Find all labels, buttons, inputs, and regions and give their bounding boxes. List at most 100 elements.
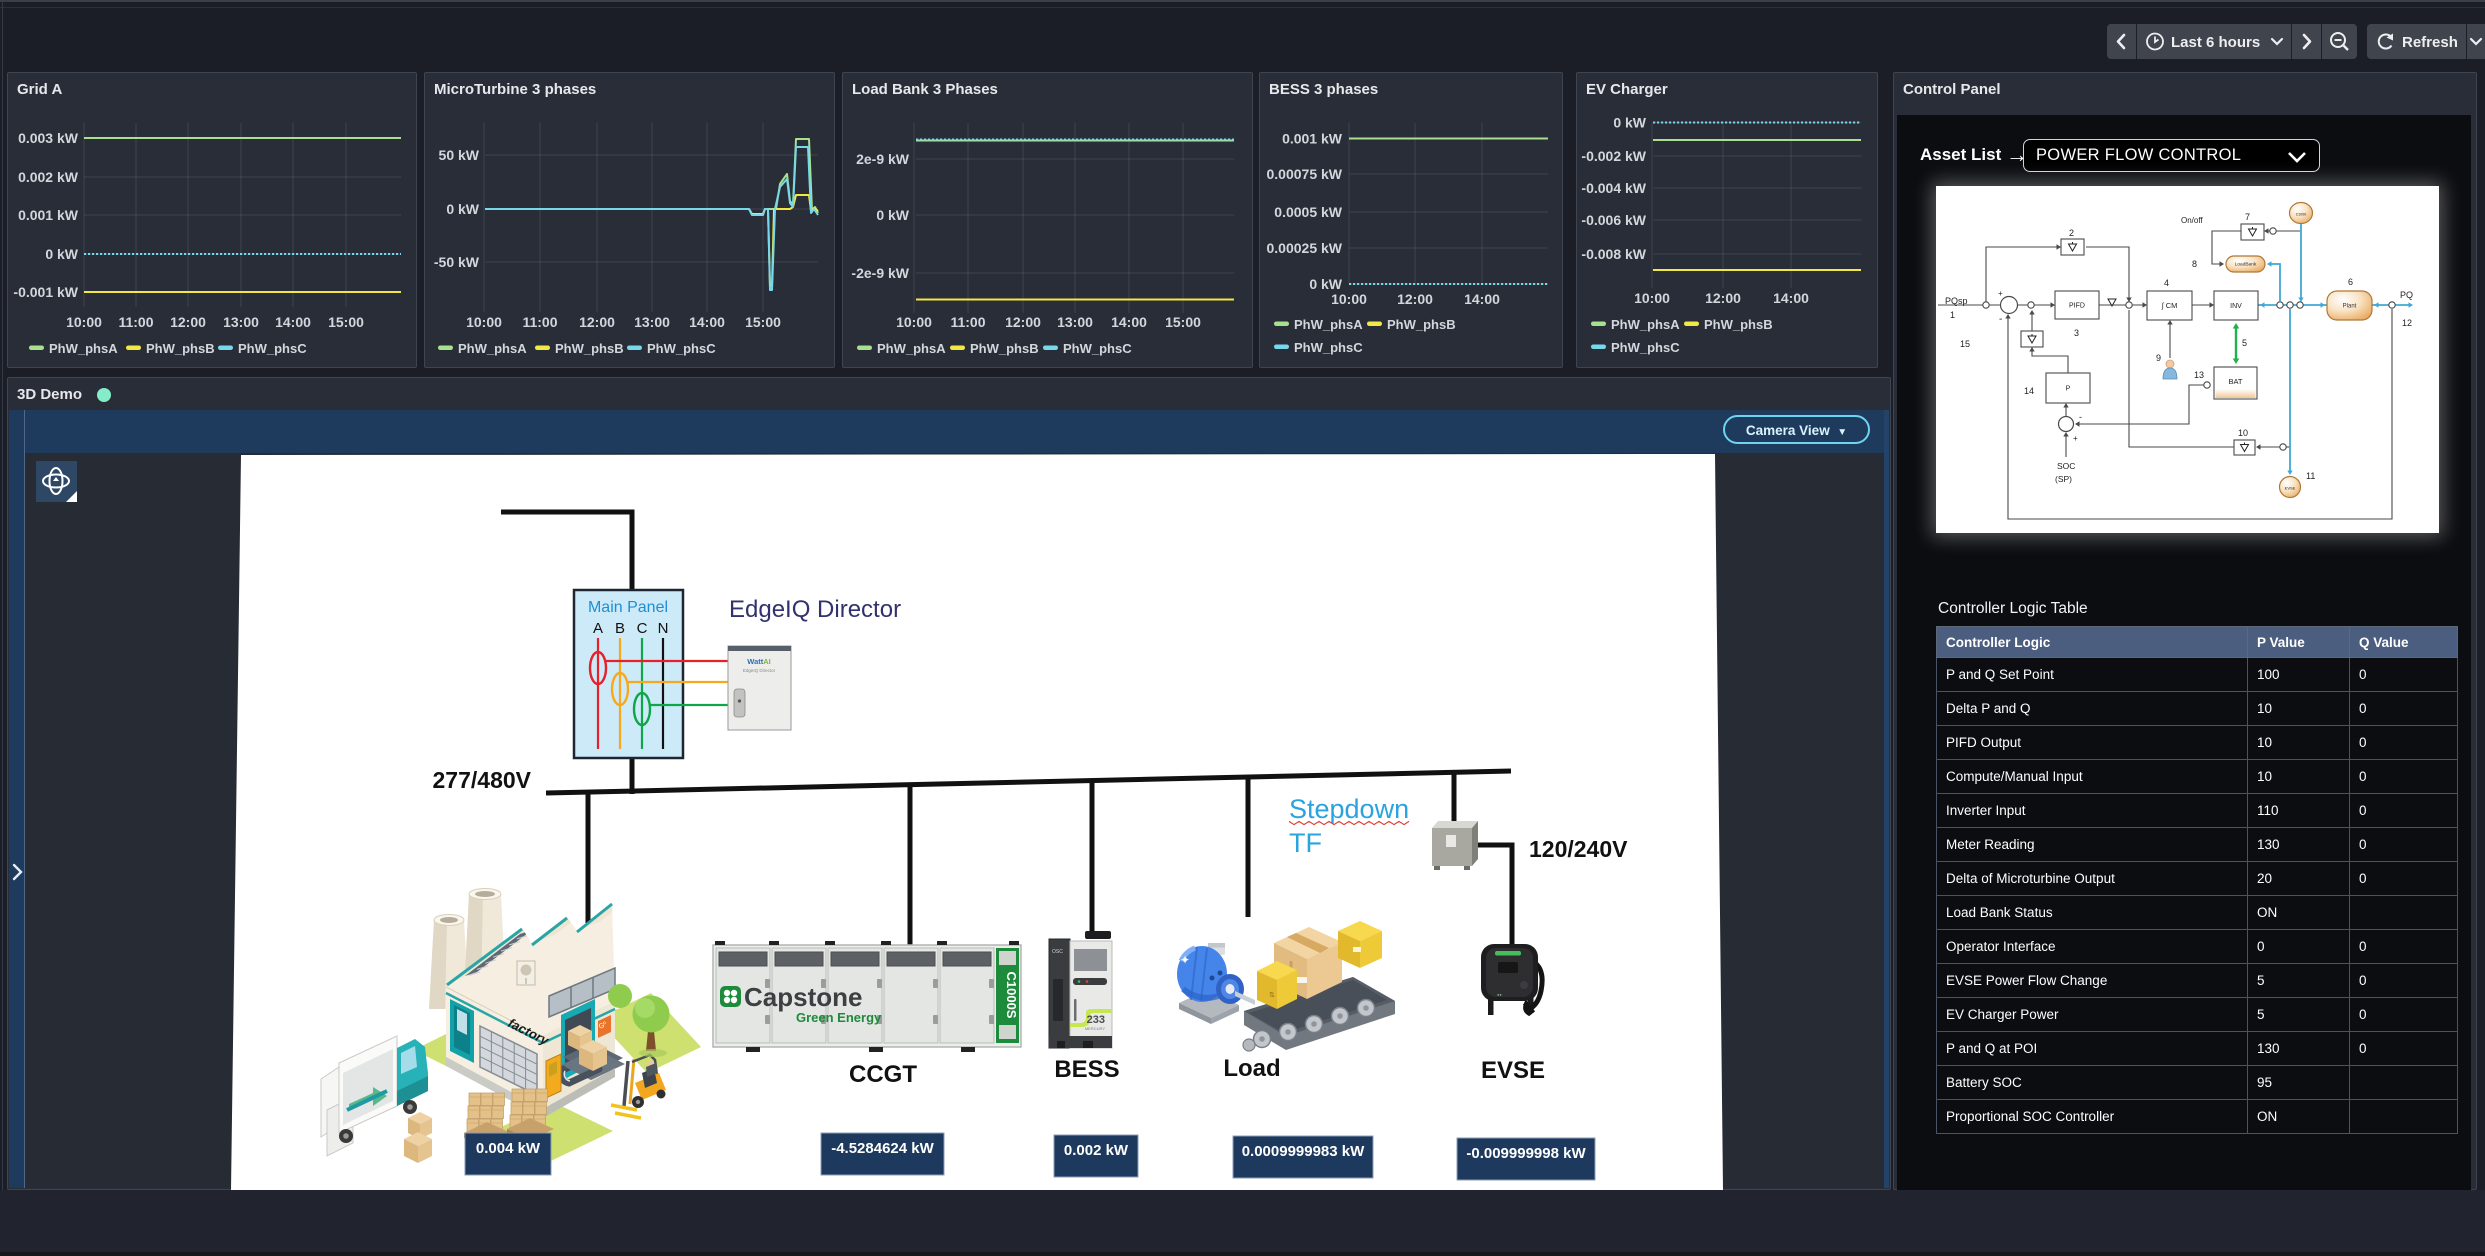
svg-text:Capstone: Capstone [744, 982, 862, 1012]
svg-text:14:00: 14:00 [1111, 314, 1147, 330]
svg-text:∫ CM: ∫ CM [2161, 301, 2178, 310]
svg-text:PhW_phsC: PhW_phsC [238, 341, 307, 356]
svg-text:233: 233 [1087, 1014, 1105, 1026]
svg-text:15:00: 15:00 [745, 314, 781, 330]
svg-text:-0.006 kW: -0.006 kW [1581, 212, 1646, 228]
svg-text:PhW_phsC: PhW_phsC [1611, 340, 1680, 355]
svg-text:4: 4 [2164, 278, 2169, 288]
svg-text:15:00: 15:00 [1165, 314, 1201, 330]
svg-text:EdgeIQ Director: EdgeIQ Director [729, 596, 901, 623]
svg-text:14:00: 14:00 [1773, 290, 1809, 306]
svg-text:Main Panel: Main Panel [588, 599, 668, 616]
svg-text:Green Energy: Green Energy [796, 1010, 882, 1025]
svg-text:8: 8 [2192, 259, 2197, 269]
svg-text:0.002 kW: 0.002 kW [18, 169, 79, 185]
svg-text:-: - [2079, 412, 2082, 422]
svg-text:11:00: 11:00 [118, 314, 153, 330]
svg-text:13: 13 [2194, 370, 2204, 380]
svg-text:N: N [658, 620, 669, 637]
svg-text:P: P [2066, 386, 2071, 393]
svg-text:SOC: SOC [2057, 461, 2075, 471]
svg-text:0.002 kW: 0.002 kW [1064, 1142, 1129, 1159]
svg-text:14:00: 14:00 [689, 314, 725, 330]
svg-text:PhW_phsB: PhW_phsB [970, 341, 1039, 356]
svg-text:10:00: 10:00 [896, 314, 932, 330]
svg-text:11: 11 [2306, 471, 2315, 481]
svg-text:PIFD: PIFD [2069, 303, 2085, 310]
svg-text:0.00075 kW: 0.00075 kW [1267, 166, 1343, 182]
svg-text:120/240V: 120/240V [1529, 836, 1628, 862]
svg-text:2: 2 [2069, 228, 2074, 238]
svg-text:-0.004 kW: -0.004 kW [1581, 180, 1646, 196]
svg-text:PhW_phsC: PhW_phsC [1063, 341, 1132, 356]
svg-text:-0.009999998 kW: -0.009999998 kW [1466, 1145, 1586, 1162]
svg-text:10:00: 10:00 [1331, 291, 1367, 307]
svg-text:1: 1 [1950, 310, 1955, 320]
svg-text:15: 15 [1960, 339, 1970, 349]
svg-text:A: A [593, 620, 603, 637]
svg-text:PhW_phsB: PhW_phsB [146, 341, 215, 356]
svg-text:-0.001 kW: -0.001 kW [13, 284, 78, 300]
svg-text:-0.008 kW: -0.008 kW [1581, 246, 1646, 262]
svg-text:PhW_phsB: PhW_phsB [1704, 317, 1773, 332]
svg-text:PQ: PQ [2400, 290, 2413, 300]
svg-text:●●: ●● [1497, 992, 1502, 997]
svg-text:PhW_phsA: PhW_phsA [1611, 317, 1680, 332]
svg-text:11:00: 11:00 [950, 314, 985, 330]
svg-text:Last 6 hours: Last 6 hours [2171, 34, 2260, 51]
svg-text:INV: INV [2230, 303, 2242, 310]
svg-text:-0.002 kW: -0.002 kW [1581, 148, 1646, 164]
svg-text:WattAI: WattAI [747, 657, 770, 666]
svg-text:B: B [615, 620, 625, 637]
svg-text:✦: ✦ [1180, 953, 1190, 967]
svg-text:2e-9 kW: 2e-9 kW [856, 151, 910, 167]
svg-text:0.0009999983 kW: 0.0009999983 kW [1242, 1143, 1365, 1160]
svg-text:0.001 kW: 0.001 kW [18, 207, 79, 223]
svg-text:PhW_phsC: PhW_phsC [1294, 340, 1363, 355]
svg-text:10:00: 10:00 [466, 314, 502, 330]
svg-text:PhW_phsA: PhW_phsA [49, 341, 118, 356]
svg-text:PhW_phsB: PhW_phsB [555, 341, 624, 356]
svg-text:C1000: C1000 [2296, 213, 2307, 217]
svg-text:(SP): (SP) [2055, 474, 2072, 484]
svg-text:12:00: 12:00 [1705, 290, 1741, 306]
svg-text:7: 7 [2245, 212, 2250, 222]
svg-text:BESS: BESS [1054, 1056, 1119, 1083]
svg-text:PQsp: PQsp [1945, 296, 1968, 306]
svg-text:Load: Load [1223, 1055, 1280, 1082]
svg-text:13:00: 13:00 [223, 314, 259, 330]
svg-text:TF: TF [1289, 828, 1322, 858]
svg-text:EVSE: EVSE [2285, 486, 2296, 491]
svg-text:CCGT: CCGT [849, 1061, 917, 1088]
svg-text:3: 3 [2074, 328, 2079, 338]
svg-text:0 kW: 0 kW [45, 246, 78, 262]
svg-text:PhW_phsA: PhW_phsA [1294, 317, 1363, 332]
svg-text:0 kW: 0 kW [1613, 115, 1646, 131]
svg-text:Refresh: Refresh [2402, 34, 2458, 51]
svg-text:BAT: BAT [2228, 377, 2242, 386]
svg-text:+: + [2073, 434, 2078, 443]
svg-text:PhW_phsA: PhW_phsA [877, 341, 946, 356]
svg-text:0 kW: 0 kW [876, 207, 909, 223]
svg-text:11:00: 11:00 [522, 314, 557, 330]
svg-text:0.004 kW: 0.004 kW [476, 1140, 541, 1157]
svg-text:12: 12 [2402, 318, 2412, 328]
svg-text:LoadBank: LoadBank [2235, 262, 2257, 268]
svg-text:10: 10 [2238, 428, 2248, 438]
svg-text:15:00: 15:00 [328, 314, 364, 330]
svg-text:12:00: 12:00 [1397, 291, 1433, 307]
svg-text:13:00: 13:00 [1057, 314, 1093, 330]
svg-text:10:00: 10:00 [66, 314, 102, 330]
svg-text:0 kW: 0 kW [446, 201, 479, 217]
svg-text:50 kW: 50 kW [439, 147, 480, 163]
svg-text:14:00: 14:00 [275, 314, 311, 330]
svg-text:+: + [1998, 289, 2003, 298]
svg-text:6: 6 [2348, 277, 2353, 287]
svg-text:0.0005 kW: 0.0005 kW [1274, 204, 1342, 220]
svg-text:Plant: Plant [2343, 304, 2357, 310]
svg-text:13:00: 13:00 [634, 314, 670, 330]
svg-text:On/off: On/off [2181, 216, 2203, 225]
svg-text:OSC: OSC [1052, 949, 1063, 955]
svg-text:Stepdown: Stepdown [1289, 794, 1409, 824]
svg-text:EdgeIQ Director: EdgeIQ Director [743, 668, 776, 673]
